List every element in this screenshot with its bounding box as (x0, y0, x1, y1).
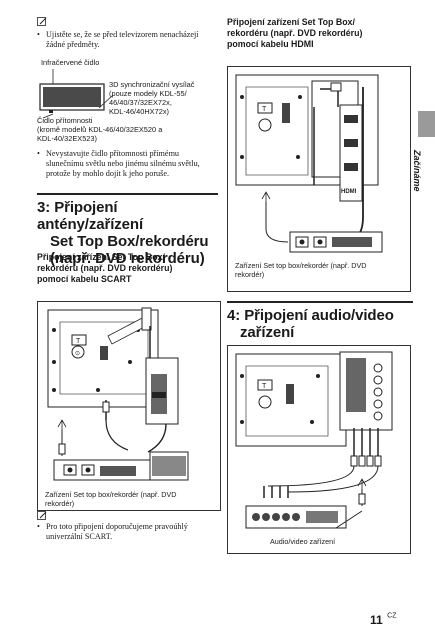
label-sync-4: KDL-46/40HX72x) (109, 107, 169, 116)
label-sync-3: 46/40/37/32EX72x, (109, 98, 172, 107)
hdmi-line-art: T HDMI (235, 74, 383, 253)
label-presence-2: (kromě modelů KDL-46/40/32EX520 a (37, 125, 163, 134)
scart-connection-diagram: ⊙ T Zařízení Set top box/rekordér (např.… (37, 301, 221, 511)
label-presence-3: KDL-40/32EX523) (37, 134, 97, 143)
tv-front-illustration (39, 69, 114, 119)
hdmi-subheading: Připojení zařízení Set Top Box/ rekordér… (227, 17, 363, 49)
note-icon (37, 511, 47, 520)
label-presence-1: Čidlo přítomnosti (37, 116, 93, 125)
section4-heading: 4: Připojení audio/video zařízení (227, 307, 394, 341)
warning-bullet: • Nevystavujte čidlo přítomnosti přímému… (37, 149, 200, 178)
hdmi-connection-diagram: T HDMI Zařízení Set top box/rekordér (na… (227, 66, 411, 292)
scart-caption: Zařízení Set top box/rekordér (např. DVD… (45, 490, 177, 508)
hdmi-caption: Zařízení Set top box/rekordér (např. DVD… (235, 261, 367, 279)
note-icon (37, 17, 47, 26)
section-tab-marker (418, 111, 435, 137)
svg-text:T: T (262, 106, 267, 113)
label-infrared-sensor: Infračervené čidlo (41, 58, 100, 67)
section-rule (227, 301, 413, 303)
sensor-diagram: Infračervené čidlo 3D synchronizační vys… (37, 58, 222, 144)
label-sync-1: 3D synchronizační vysílač (109, 80, 195, 89)
scart-subheading: Připojení zařízení Set Top Box/ rekordér… (37, 252, 173, 284)
svg-text:⊙: ⊙ (75, 351, 80, 357)
svg-text:HDMI: HDMI (341, 189, 357, 195)
av-connection-diagram: T Audio/video z (227, 345, 411, 554)
av-line-art: T (235, 351, 393, 529)
scart-line-art: ⊙ T (38, 302, 189, 481)
scart-tip-bullet: • Pro toto připojení doporučujeme pravoú… (37, 522, 188, 541)
label-sync-2: (pouze modely KDL-55/ (109, 89, 187, 98)
section-tab-label: Začínáme (412, 150, 422, 192)
section3-heading: 3: Připojení antény/zařízení Set Top Box… (37, 199, 209, 267)
page-number: 11 CZ (370, 612, 397, 627)
note-bullet: • Ujistěte se, že se před televizorem ne… (37, 30, 199, 49)
section-rule (37, 193, 218, 195)
svg-text:T: T (76, 338, 81, 345)
svg-text:T: T (262, 383, 267, 390)
av-caption: Audio/video zařízení (270, 537, 336, 546)
